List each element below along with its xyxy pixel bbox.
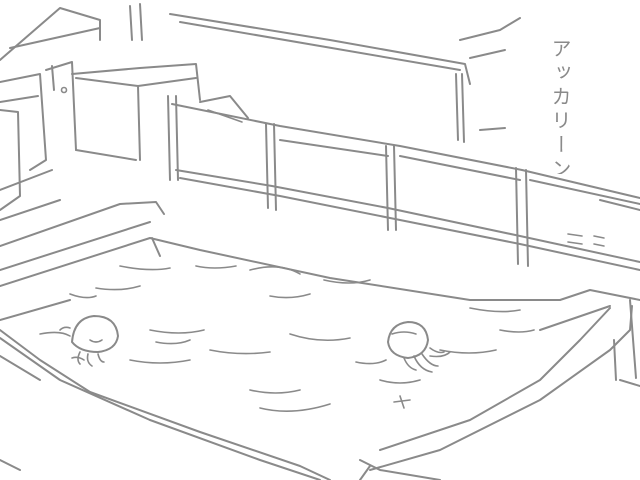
- water-ripples: [39, 265, 535, 412]
- floating-figure-left: [59, 315, 119, 367]
- pool-fence: [167, 95, 640, 271]
- caption-text: アッカリーン: [548, 38, 572, 174]
- sound-effect-caption: アッカリーン: [548, 38, 572, 174]
- building-left: [0, 7, 201, 221]
- pool-rim: [0, 201, 640, 480]
- background-wall: [129, 3, 521, 143]
- floating-figure-right: [387, 321, 445, 373]
